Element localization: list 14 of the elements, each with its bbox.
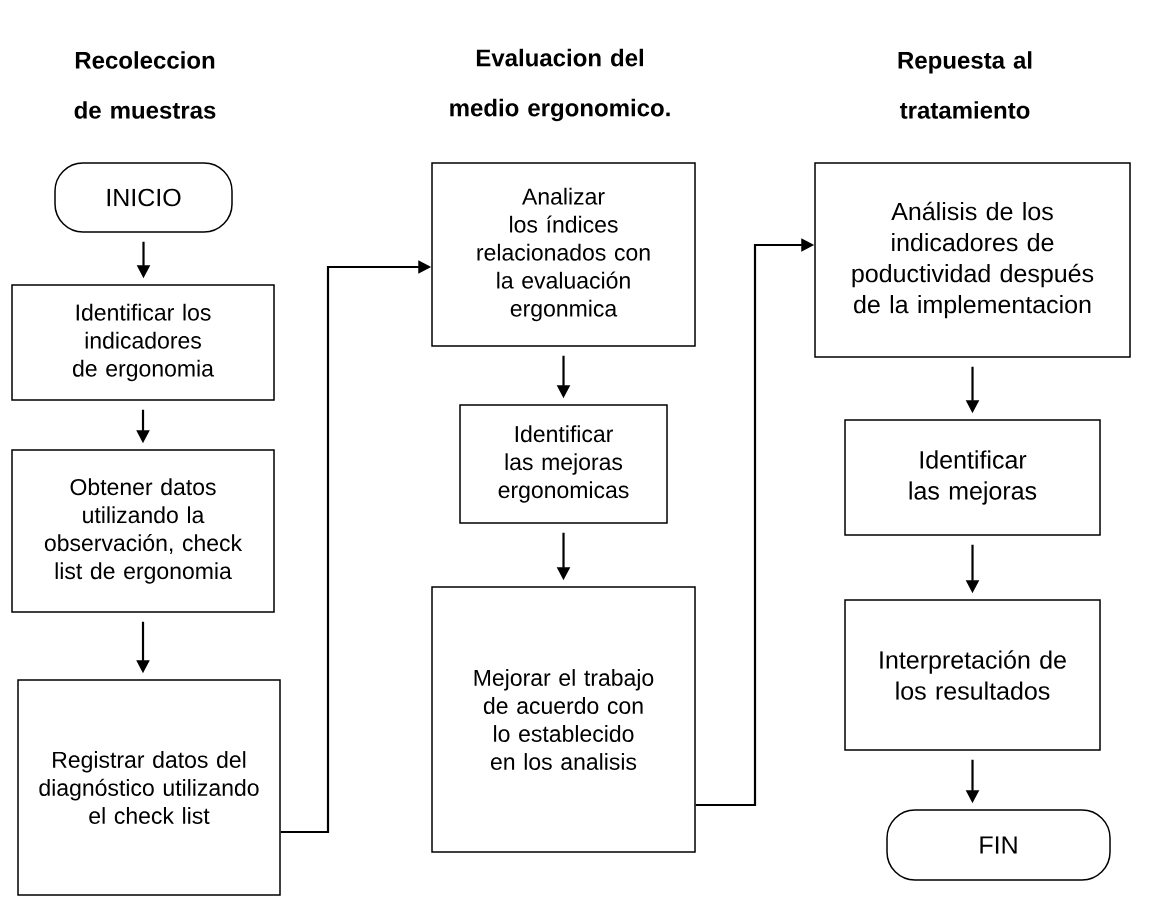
process-box: Identificar las mejoras ergonomicas bbox=[459, 404, 668, 524]
process-box: Mejorar el trabajo de acuerdo con lo establecido en los analisis bbox=[431, 586, 696, 853]
process-box: Interpretación de los resultados bbox=[844, 599, 1101, 751]
process-box: Identificar las mejoras bbox=[844, 419, 1101, 536]
column-heading: Recoleccion de muestras bbox=[74, 51, 216, 119]
process-box: Analizar los índices relacionados con la evaluación ergonmica bbox=[431, 162, 696, 347]
terminal-box: FIN bbox=[886, 809, 1111, 881]
process-box: Análisis de los indicadores de poductividad después de la implementacion bbox=[814, 162, 1131, 358]
process-box: Obtener datos utilizando la observación, check list de ergonomia bbox=[11, 449, 275, 613]
process-box: Registrar datos del diagnóstico utilizando el check list bbox=[17, 679, 281, 896]
process-box: Identificar los indicadores de ergonomia bbox=[11, 284, 275, 401]
terminal-box: INICIO bbox=[54, 162, 233, 233]
column-heading: Evaluacion del medio ergonomico. bbox=[450, 48, 670, 122]
column-heading: Repuesta al tratamiento bbox=[898, 51, 1032, 119]
